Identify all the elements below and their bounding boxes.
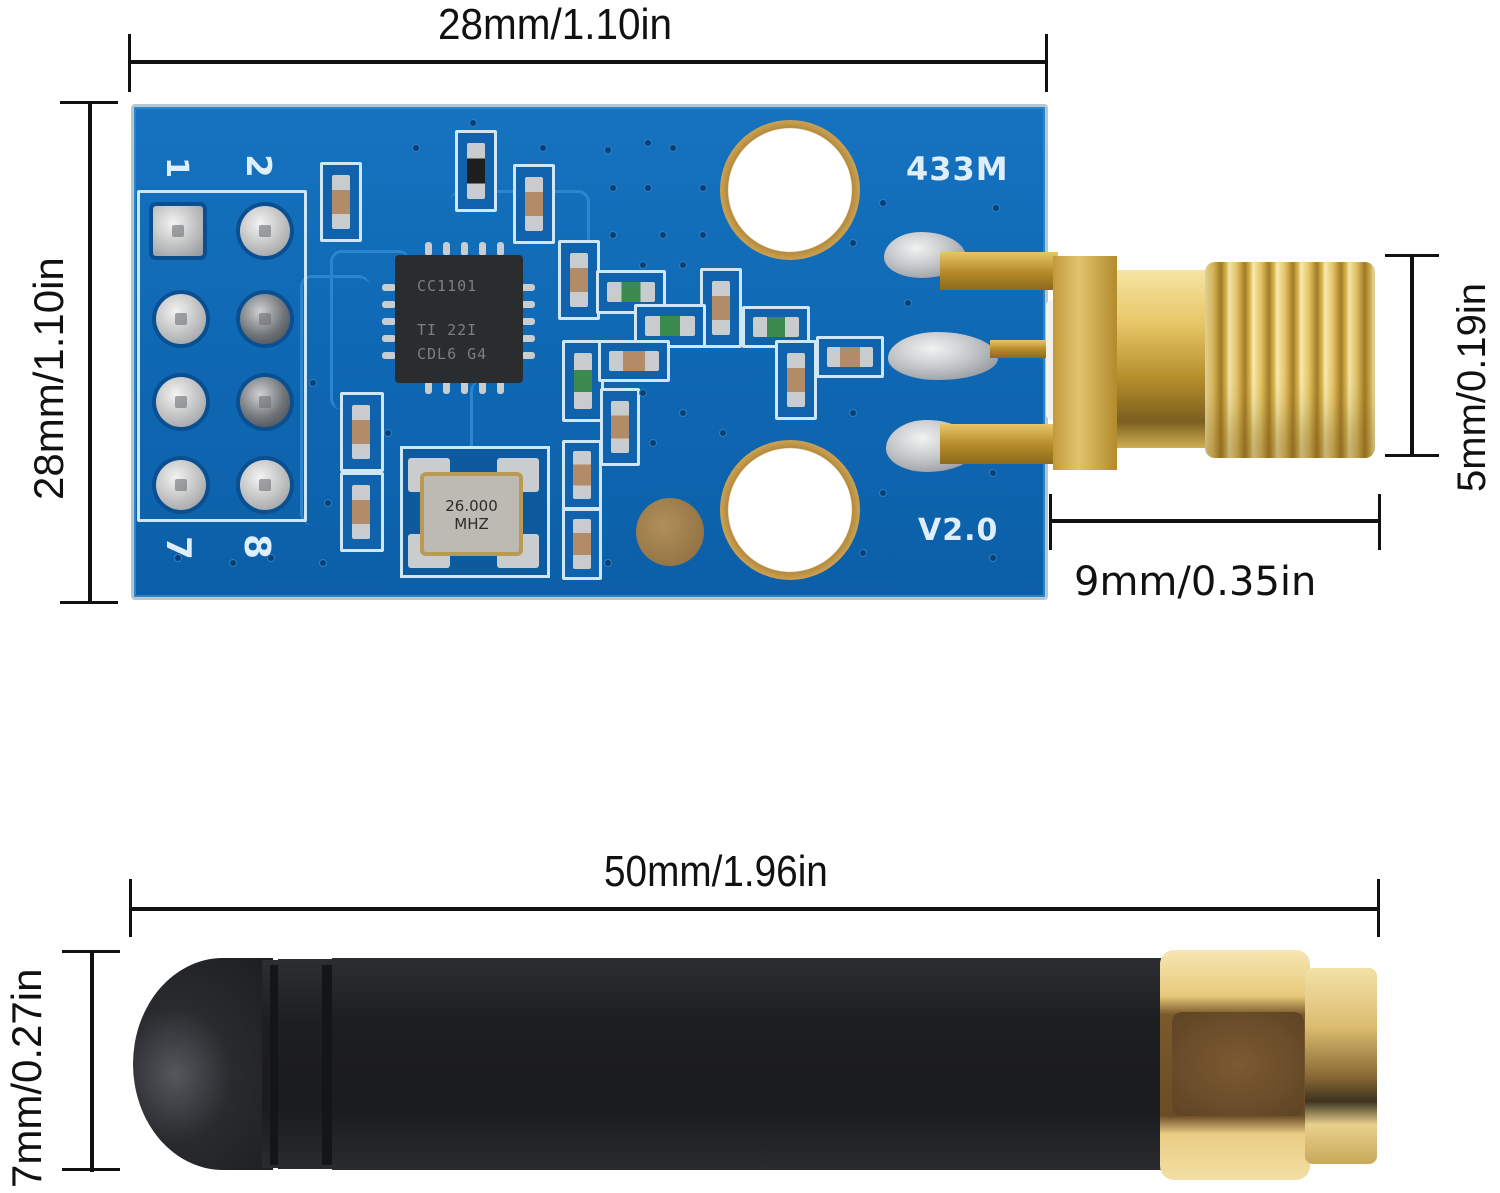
antenna-length-label: 50mm/1.96in — [604, 847, 828, 896]
module-width-tick-left — [128, 34, 131, 92]
antenna-sma-nut-face — [1172, 1012, 1304, 1116]
header-pin-6 — [240, 377, 290, 427]
smd-capacitor — [775, 340, 817, 420]
antenna-diameter-label: 7mm/0.27in — [3, 968, 50, 1188]
smd-capacitor — [340, 392, 384, 472]
crystal-unit: MHZ — [454, 515, 489, 533]
module-width-tick-right — [1045, 34, 1048, 92]
connector-length-tick-left — [1049, 494, 1052, 550]
pin-label-2: 2 — [237, 154, 278, 178]
connector-diameter-tick-bottom — [1385, 454, 1439, 457]
connector-diameter-tick-top — [1385, 254, 1439, 257]
smd-capacitor — [562, 508, 602, 580]
mounting-hole-bottom — [720, 440, 860, 580]
smd-capacitor — [600, 388, 640, 466]
sma-body — [1117, 270, 1207, 448]
mounting-hole-top — [720, 120, 860, 260]
antenna-length-tick-left — [129, 879, 132, 937]
connector-diameter-line — [1410, 255, 1414, 457]
smd-capacitor — [562, 440, 602, 510]
sma-ground-leg-bottom — [940, 424, 1058, 464]
antenna-groove — [270, 965, 278, 1165]
module-height-tick-top — [60, 101, 118, 104]
pin-label-1: 1 — [158, 157, 194, 178]
smd-capacitor — [558, 240, 600, 320]
module-height-tick-bottom — [60, 601, 118, 604]
sma-ground-leg-top — [940, 252, 1058, 290]
sma-flange — [1053, 256, 1117, 470]
smd-capacitor — [598, 340, 670, 382]
antenna-length-tick-right — [1377, 879, 1380, 937]
antenna-length-line — [130, 907, 1380, 911]
antenna-diameter-tick-bottom — [62, 1168, 120, 1171]
test-pad — [636, 498, 704, 566]
smd-capacitor — [320, 162, 362, 242]
header-pin-8 — [240, 460, 290, 510]
antenna-diameter-tick-top — [62, 950, 120, 953]
antenna-body — [332, 958, 1162, 1170]
solder-joint-center — [888, 332, 998, 380]
smd-capacitor — [340, 472, 384, 552]
connector-length-tick-right — [1378, 494, 1381, 550]
chip-marking-line1: CC1101 — [417, 277, 478, 295]
connector-diameter-label: 5mm/0.19in — [1450, 283, 1494, 492]
smd-capacitor — [700, 268, 742, 348]
header-pin-2 — [240, 206, 290, 256]
frequency-label: 433M — [906, 150, 1009, 188]
connector-length-line — [1050, 519, 1380, 523]
header-pin-7 — [156, 460, 206, 510]
crystal-oscillator: 26.000 MHZ — [420, 472, 523, 556]
connector-length-label: 9mm/0.35in — [1074, 559, 1317, 605]
header-pin-1 — [153, 206, 203, 256]
module-width-label: 28mm/1.10in — [438, 0, 673, 49]
smd-capacitor — [816, 336, 884, 378]
pcb-trace — [300, 275, 370, 525]
sma-thread — [1205, 262, 1375, 458]
sma-center-pin — [990, 340, 1054, 358]
pin-header-outline — [137, 190, 307, 522]
antenna-sma-tip — [1305, 968, 1377, 1164]
crystal-frequency: 26.000 — [445, 497, 498, 515]
version-label: V2.0 — [918, 513, 999, 548]
chip-marking-line2: TI 22I — [417, 321, 478, 339]
chip-marking-line3: CDL6 G4 — [417, 345, 488, 363]
antenna-diameter-line — [90, 952, 94, 1172]
header-pin-4 — [240, 294, 290, 344]
smd-resistor — [455, 130, 497, 212]
header-pin-3 — [156, 294, 206, 344]
pcb-trace — [330, 250, 410, 410]
antenna-groove — [322, 965, 332, 1165]
module-height-line — [88, 102, 92, 604]
antenna-tip — [133, 958, 273, 1170]
module-width-line — [130, 60, 1048, 64]
smd-capacitor — [513, 164, 555, 244]
header-pin-5 — [156, 377, 206, 427]
module-height-label: 28mm/1.10in — [25, 257, 72, 500]
